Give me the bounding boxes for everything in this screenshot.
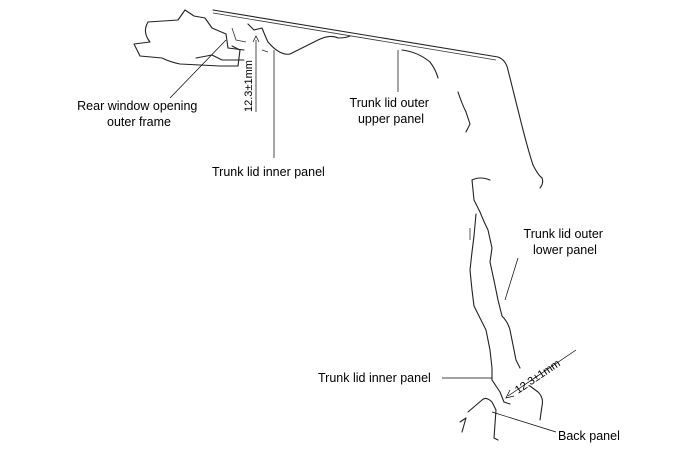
dimension-arrow-lower-tip [505,389,515,399]
back-panel-right-wall [529,385,544,421]
label-back-panel: Back panel [558,429,620,443]
trunk-lid-lower-cap [471,177,491,181]
trunk-lid-inner-mid-wall [457,91,471,133]
dimension-label-upper: 12.3±1mm [243,60,255,112]
back-panel-left-flange [459,417,467,433]
label-trunk-lid-outer-lower-panel: Trunk lid outer lower panel [524,227,607,257]
rear-window-frame-edge [231,27,247,43]
trunk-lid-outer-lower-panel-outline [471,179,521,369]
trunk-lid-outer-upper-panel-outline [212,9,544,189]
trunk-lid-bottom-closure [491,379,511,405]
rear-window-opening-outer-frame-outline [133,21,241,67]
label-trunk-lid-outer-upper-panel: Trunk lid outer upper panel [350,96,433,126]
leader-back-panel [491,411,557,433]
trunk-lid-inner-panel-upper-dash [261,49,269,53]
dimension-line-lower [507,349,577,397]
trunk-lid-inner-panel-upper-tail [401,49,439,79]
trunk-lid-inner-lower-wall [469,213,493,381]
leader-trunk-lid-outer-lower [504,257,519,301]
back-panel-outline [467,397,499,441]
label-trunk-lid-inner-panel-bottom: Trunk lid inner panel [318,371,431,385]
dimension-label-lower: 12.3±1mm [513,358,563,397]
label-rear-window-opening-outer-frame: Rear window opening outer frame [77,99,201,129]
label-trunk-lid-inner-panel-top: Trunk lid inner panel [212,165,325,179]
trunk-lid-inner-panel-upper-outline [247,23,351,55]
leader-rear-window-frame [169,39,227,99]
trunk-lid-outer-upper-panel-inner-line [212,12,497,61]
dimension-arrow-upper-tip [252,35,260,43]
rear-window-frame-upper-line [147,9,245,51]
rear-window-frame-lower-line [195,54,245,61]
